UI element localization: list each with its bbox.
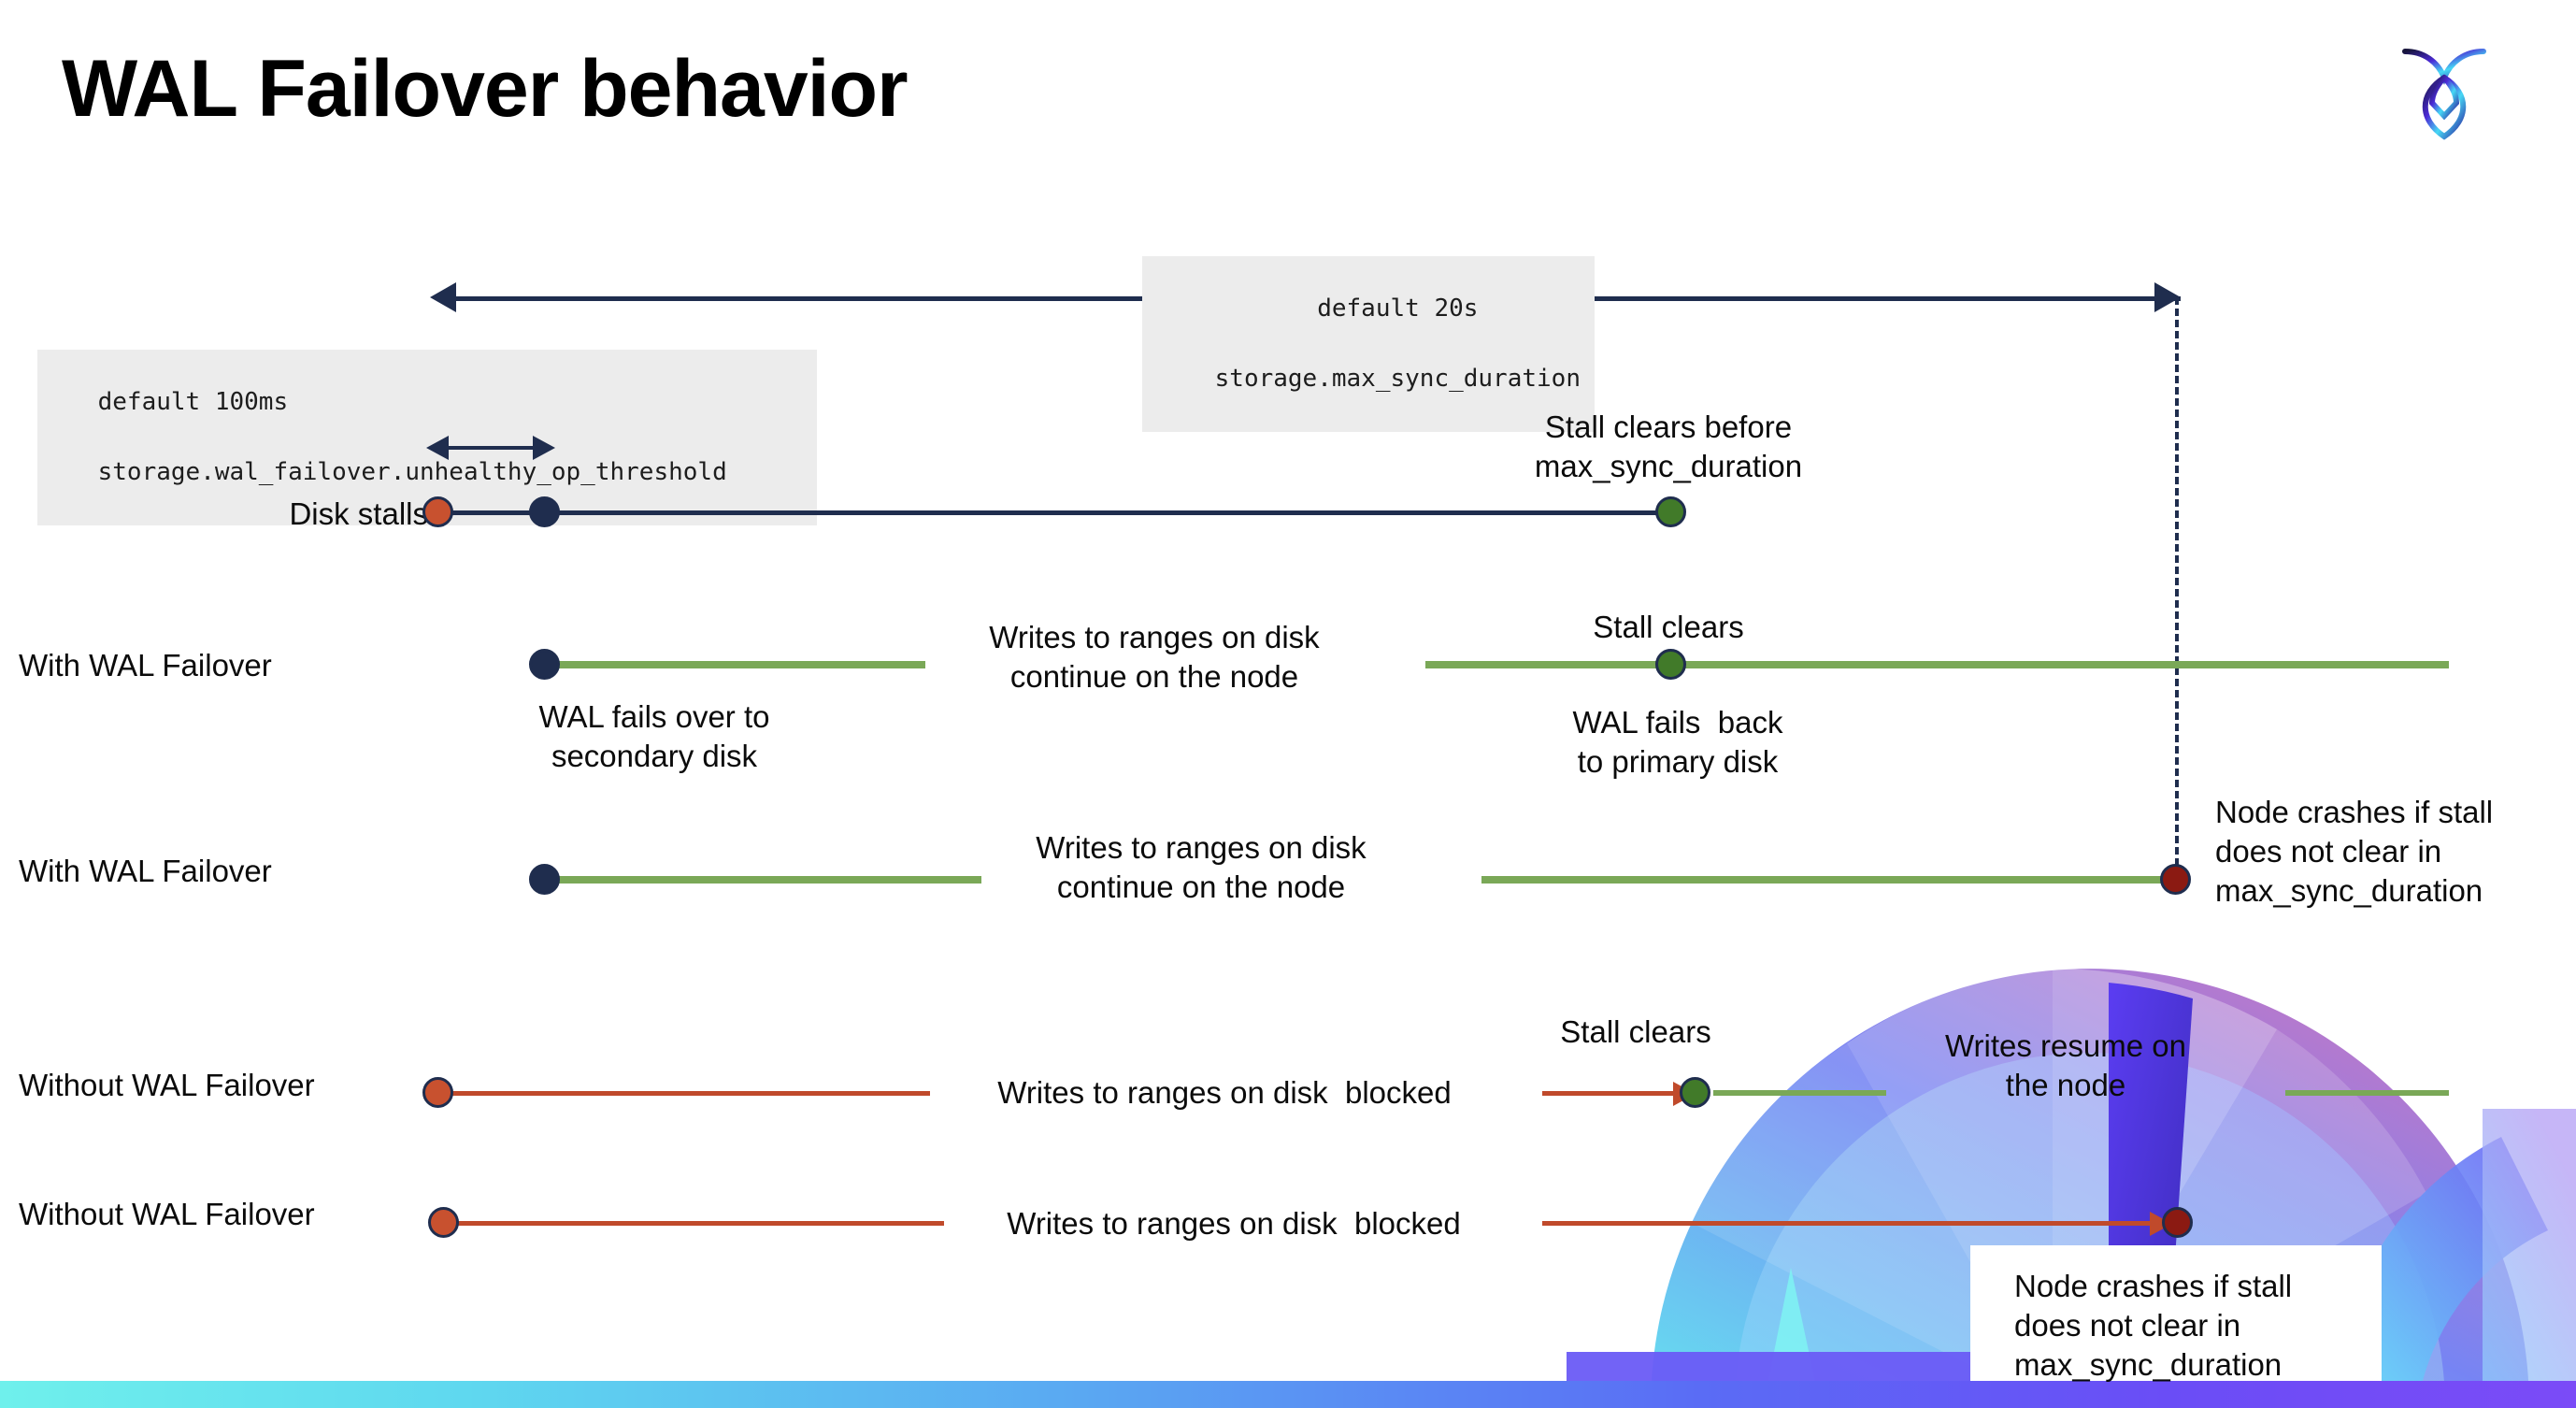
unhealthy-op-threshold-setting: storage.wal_failover.unhealthy_op_thresh… [97, 455, 727, 491]
max-sync-duration-setting: storage.max_sync_duration [1214, 362, 1581, 397]
with-wal-failover-1-segment-a [551, 661, 925, 668]
note-writes-continue-2: Writes to ranges on disk continue on the… [1036, 830, 1367, 905]
without-wal-failover-1-blocked-a [444, 1091, 930, 1096]
note-writes-blocked-2: Writes to ranges on disk blocked [1007, 1206, 1461, 1241]
max-sync-duration-left-arrowhead [430, 282, 456, 312]
disk-stall-clear-marker [1655, 496, 1686, 527]
wal-failover-trigger-marker [529, 496, 560, 527]
note-node-crashes-bottom: Node crashes if stall does not clear in … [2014, 1269, 2293, 1383]
with-wal-failover-1-segment-b [1425, 661, 2449, 668]
with-wal-failover-1-start-marker [529, 649, 560, 680]
note-stall-clears-2: Stall clears [1560, 1014, 1711, 1049]
disk-stalls-timeline [444, 510, 1668, 515]
max-sync-duration-default: default 20s [1317, 291, 1479, 327]
unhealthy-op-threshold-left-arrowhead [426, 436, 449, 460]
with-wal-failover-1-clear-marker [1655, 649, 1686, 680]
max-sync-duration-drop-line [2175, 297, 2179, 877]
note-writes-blocked: Writes to ranges on disk blocked [997, 1075, 1452, 1110]
note-wal-fails-back: WAL fails back to primary disk [1572, 705, 1783, 780]
unhealthy-op-threshold-right-arrowhead [533, 436, 555, 460]
without-wal-failover-1-start-marker [422, 1077, 453, 1108]
with-wal-failover-2-start-marker [529, 864, 560, 895]
page-title: WAL Failover behavior [62, 44, 909, 134]
note-stall-clears: Stall clears [1593, 610, 1744, 644]
without-wal-failover-1-resume-segment [1713, 1090, 1886, 1096]
without-wal-failover-1-blocked-b [1542, 1091, 1682, 1096]
max-sync-duration-annotation: default 20s storage.max_sync_duration [1142, 256, 1595, 433]
cockroachdb-logo-icon [2402, 49, 2486, 140]
without-wal-failover-1-resume-segment-b [2285, 1090, 2449, 1096]
row-label-without-wal-failover-1: Without WAL Failover [19, 1068, 315, 1102]
bottom-gradient-bar [0, 1381, 2576, 1408]
unhealthy-op-threshold-default: default 100ms [97, 384, 289, 421]
without-wal-failover-1-clear-marker [1680, 1077, 1710, 1108]
node-crashes-callout-backdrop [1970, 1245, 2382, 1386]
row-label-without-wal-failover-2: Without WAL Failover [19, 1197, 315, 1231]
with-wal-failover-2-segment-a [551, 876, 981, 884]
with-wal-failover-2-crash-marker [2160, 864, 2191, 895]
without-wal-failover-2-blocked-a [449, 1221, 944, 1226]
row-label-disk-stalls: Disk stalls [289, 496, 428, 531]
unhealthy-op-threshold-span-line [449, 446, 533, 450]
row-label-with-wal-failover-1: With WAL Failover [19, 648, 272, 682]
row-label-with-wal-failover-2: With WAL Failover [19, 854, 272, 888]
without-wal-failover-2-crash-marker [2162, 1207, 2193, 1238]
note-wal-fails-over: WAL fails over to secondary disk [538, 699, 770, 774]
note-stall-clears-before: Stall clears before max_sync_duration [1534, 409, 1803, 484]
disk-stall-start-marker [422, 496, 453, 527]
without-wal-failover-2-start-marker [428, 1207, 459, 1238]
note-node-crashes-top: Node crashes if stall does not clear in … [2215, 795, 2494, 909]
note-writes-continue: Writes to ranges on disk continue on the… [989, 620, 1320, 695]
with-wal-failover-2-segment-b [1481, 876, 2173, 884]
without-wal-failover-2-blocked-b [1542, 1221, 2164, 1226]
note-writes-resume: Writes resume on the node [1945, 1028, 2186, 1103]
